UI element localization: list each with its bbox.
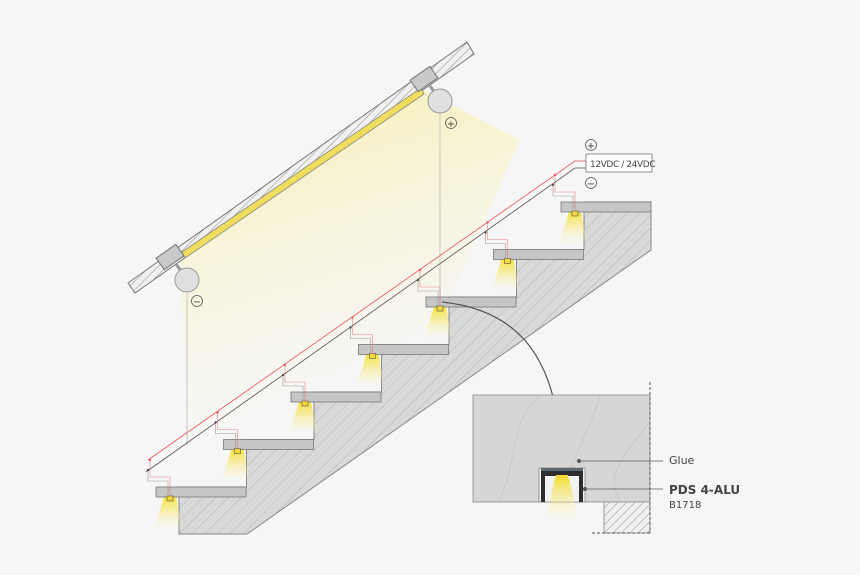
wire-drop-negative	[282, 375, 304, 401]
step-light-cone	[424, 307, 452, 339]
led-strip	[571, 210, 579, 217]
stair-tread	[425, 296, 517, 308]
handrail-minus-symbol: −	[193, 297, 201, 308]
wire-drop-negative	[215, 422, 236, 449]
step-light-cone	[221, 449, 250, 482]
stair-tread	[560, 201, 652, 213]
product-name: PDS 4-ALU	[669, 483, 740, 497]
handrail-plus-symbol: +	[447, 119, 455, 130]
wire-drop-negative	[417, 280, 439, 306]
led-strip	[234, 448, 241, 454]
profile-detail: Glue PDS 4-ALU B1718	[472, 382, 740, 534]
step-light-cone	[356, 354, 385, 387]
led-strip	[301, 400, 309, 407]
handrail-light-glow	[180, 90, 520, 440]
stair-tread	[155, 486, 247, 498]
product-code: B1718	[669, 500, 701, 511]
handrail-bracket-upper	[409, 65, 439, 93]
wiring	[145, 160, 586, 496]
power-plus-symbol: +	[587, 141, 595, 152]
wire-drop-negative	[147, 470, 169, 496]
led-strip	[504, 258, 511, 264]
step-light-cone	[559, 212, 587, 244]
wire-drop-positive	[554, 175, 576, 211]
wire-drop-positive	[487, 222, 508, 259]
wire-drop-negative	[552, 185, 574, 211]
wall-box-lower	[174, 267, 200, 293]
stair-tread	[290, 391, 382, 403]
stair-tread	[223, 439, 314, 450]
stair-tread	[358, 344, 449, 355]
step-light-cone	[154, 497, 182, 529]
power-supply-label: + 12VDC / 24VDC −	[585, 139, 656, 190]
wire-drop-negative	[485, 232, 506, 259]
wire-drop-negative	[350, 327, 371, 354]
wire-negative	[145, 167, 586, 473]
stair-tread	[493, 249, 584, 260]
handrail: − +	[127, 41, 475, 445]
power-minus-symbol: −	[587, 179, 595, 190]
wire-positive	[147, 160, 586, 461]
voltage-label: 12VDC / 24VDC	[590, 160, 655, 170]
led-strip	[166, 495, 174, 502]
step-light-cone	[491, 259, 520, 292]
wall-box-upper	[427, 88, 453, 114]
staircase	[154, 201, 652, 535]
led-strip	[369, 353, 376, 359]
handrail-bracket-lower	[155, 243, 185, 271]
wire-drop-positive	[149, 460, 171, 496]
led-strip	[436, 305, 444, 312]
step-light-cone	[289, 402, 317, 434]
glue-label: Glue	[669, 454, 695, 467]
wire-drop-positive	[419, 270, 441, 306]
